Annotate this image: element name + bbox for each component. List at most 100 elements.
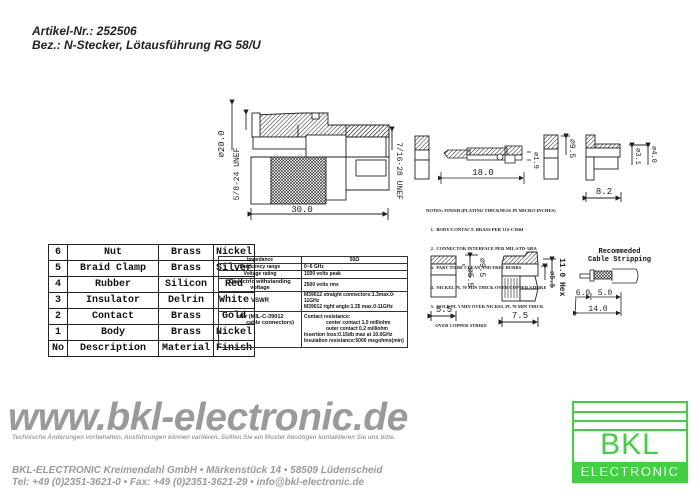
- website-url[interactable]: www.bkl-electronic.de: [8, 396, 408, 439]
- cell-material: Delrin: [158, 292, 214, 309]
- spec-label: VSWR: [218, 291, 302, 312]
- dim-nut-length: 7.5: [512, 311, 528, 321]
- cell-description: Nut: [67, 244, 159, 261]
- spec-value: 1500 volts peak: [301, 270, 408, 279]
- spec-row-other: othr (MIL-C-39012 cable connectors) Cont…: [218, 310, 408, 348]
- logo-frame: BKL ELECTRONIC: [572, 401, 688, 483]
- cell-description: Insulator: [67, 292, 159, 309]
- note-line: 1. BODY/CONTACT: BRASS PER 31S-C3604: [426, 227, 524, 233]
- vswr-line: M39012 straight connectors:1.3max.0-11GH…: [304, 292, 395, 305]
- cell-material: Brass: [158, 260, 214, 277]
- cell-no: 6: [48, 244, 68, 261]
- company-address-block: BKL-ELECTRONIC Kreimendahl GmbH • Märken…: [12, 465, 382, 489]
- cable-stripping-title-line2: Cable Stripping: [588, 256, 652, 264]
- insulator-view: [543, 133, 570, 180]
- dim-nut-diameter: ⌀5.5: [547, 271, 555, 288]
- other-label-line: cable connectors): [246, 319, 294, 326]
- spec-label: othr (MIL-C-39012 cable connectors): [218, 310, 302, 348]
- dim-rubber-d2: ⌀5.5: [465, 268, 474, 287]
- cell-no: 3: [48, 292, 68, 309]
- logo-text-electronic: ELECTRONIC: [574, 462, 686, 481]
- dim-strip-a: 6.0: [576, 289, 591, 298]
- vswr-line: M39012 right angle:1.35 max.0-11GHz: [304, 304, 393, 311]
- article-number: Artikel-Nr.: 252506: [32, 24, 137, 38]
- spec-label: Ferquency range: [218, 263, 302, 272]
- note-line: 3. PART TO BE CLEAN AND FREE BURRS: [426, 265, 522, 271]
- header-description: Description: [67, 340, 159, 357]
- spec-value: 2500 volts rms: [301, 277, 408, 293]
- dim-insulator-diameter: ⌀9.5: [567, 139, 576, 158]
- rubber-gasket-view: [427, 252, 478, 321]
- note-line: 2. CONNECTOR INTERFACE PER MIL-STD-348A: [426, 246, 537, 252]
- logo-stripe: [574, 429, 686, 431]
- dim-nut-hex: 11.0 Hex: [557, 258, 566, 297]
- cell-description: Rubber: [67, 276, 159, 293]
- dim-strip-b: 5.0: [598, 289, 613, 298]
- logo-text-bkl: BKL: [600, 428, 660, 461]
- cell-no: 1: [48, 324, 68, 341]
- designation: Bez.: N-Stecker, Lötausführung RG 58/U: [32, 38, 261, 52]
- cable-stripping-title-line1: Recommeded: [598, 248, 641, 256]
- cell-description: Braid Clamp: [67, 260, 159, 277]
- note-line: OVER COPPER STRIKE: [426, 323, 488, 329]
- note-line: 5. GOLD PL 3 MIN OVER NICKEL PL 70 MIN T…: [426, 303, 544, 309]
- cell-no: 2: [48, 308, 68, 325]
- spec-value: 50Ω: [301, 255, 408, 265]
- header-material: Material: [158, 340, 214, 357]
- cell-description: Contact: [67, 308, 159, 325]
- other-line: Insertion loss:0.15db max at 10.0GHz: [304, 332, 393, 339]
- spec-row-impedance: Impedance 50Ω: [218, 255, 408, 265]
- spec-row-dielectric: Dielectric withstanding voltage 2500 vol…: [218, 277, 408, 293]
- spec-label: Impedance: [218, 255, 302, 265]
- technical-drawing: 30.0 ⌀20.0 5/8-24 UNEF 7/16-28 UNEF 18.0…: [217, 99, 657, 327]
- spec-value: 0~6 GHz: [301, 263, 408, 272]
- cell-material: Brass: [158, 308, 214, 325]
- cell-material: Brass: [158, 244, 214, 261]
- thread-7-16-28: 7/16-28 UNEF: [394, 142, 403, 200]
- cell-material: Brass: [158, 324, 214, 341]
- notes-block: NOTES: FINISH (PLATING THICKNESS IN MICR…: [426, 195, 556, 336]
- note-line: NOTES: FINISH (PLATING THICKNESS IN MICR…: [426, 207, 556, 213]
- dim-contact-diameter: ⌀1.9: [531, 152, 539, 169]
- other-line: outer contact 0.2 milliohm: [326, 326, 388, 333]
- nut-view: [498, 251, 556, 327]
- spec-row-frequency: Ferquency range 0~6 GHz: [218, 263, 408, 272]
- header-no: No: [48, 340, 68, 357]
- document-header: Artikel-Nr.: 252506 Bez.: N-Stecker, Löt…: [32, 24, 261, 52]
- cable-stripping-title: Recommeded Cable Stripping: [588, 248, 651, 264]
- cell-no: 5: [48, 260, 68, 277]
- note-line: 4. NICKEL PL 70 MIN THICK OVER COPPER ST…: [426, 284, 547, 290]
- dim-clamp-length: 8.2: [596, 187, 612, 197]
- spec-value: M39012 straight connectors:1.3max.0-11GH…: [301, 291, 408, 312]
- other-line: Contact resistance:: [304, 313, 351, 320]
- dim-strip-total: 14.0: [588, 305, 607, 314]
- dim-rubber-length: 5.5: [436, 305, 452, 315]
- spec-value: Contact resistance: center contact 1.0 m…: [301, 310, 408, 348]
- spec-label: Voltage rating: [218, 270, 302, 279]
- company-address: BKL-ELECTRONIC Kreimendahl GmbH • Märken…: [12, 465, 383, 476]
- other-line: center contact 1.0 milliohm: [326, 319, 391, 326]
- thread-5-8-24: 5/8-24 UNEF: [233, 147, 242, 200]
- logo-stripe: [574, 411, 686, 413]
- dim-clamp-d1: ⌀3.1: [633, 148, 641, 165]
- main-connector-view: [229, 99, 395, 220]
- sleeve-view: [414, 135, 430, 180]
- contact-pin-view: [438, 145, 531, 184]
- cable-stripping-view: [573, 268, 639, 317]
- braid-clamp-view: [582, 134, 651, 202]
- logo-stripe: [574, 420, 686, 422]
- spec-label: Dielectric withstanding voltage: [218, 277, 302, 293]
- spec-row-voltage: Voltage rating 1500 volts peak: [218, 270, 408, 279]
- bkl-logo: BKL ELECTRONIC: [572, 401, 688, 485]
- cell-no: 4: [48, 276, 68, 293]
- disclaimer: Technische Änderungen vorbehalten. Ausfü…: [12, 434, 396, 441]
- other-line: Insulation resistance:5000 megohms(min): [304, 338, 404, 345]
- other-label-line: othr (MIL-C-39012: [236, 313, 284, 320]
- cell-material: Silicon: [158, 276, 214, 293]
- spec-row-vswr: VSWR M39012 straight connectors:1.3max.0…: [218, 291, 408, 312]
- dim-clamp-d2: ⌀4.0: [649, 146, 657, 163]
- dim-rubber-d1: ⌀9.5: [477, 258, 486, 277]
- dim-length-30: 30.0: [291, 205, 313, 215]
- company-contact: Tel: +49 (0)2351-3621-0 • Fax: +49 (0)23…: [12, 477, 365, 488]
- specs-table: Impedance 50Ω Ferquency range 0~6 GHz Vo…: [218, 255, 408, 348]
